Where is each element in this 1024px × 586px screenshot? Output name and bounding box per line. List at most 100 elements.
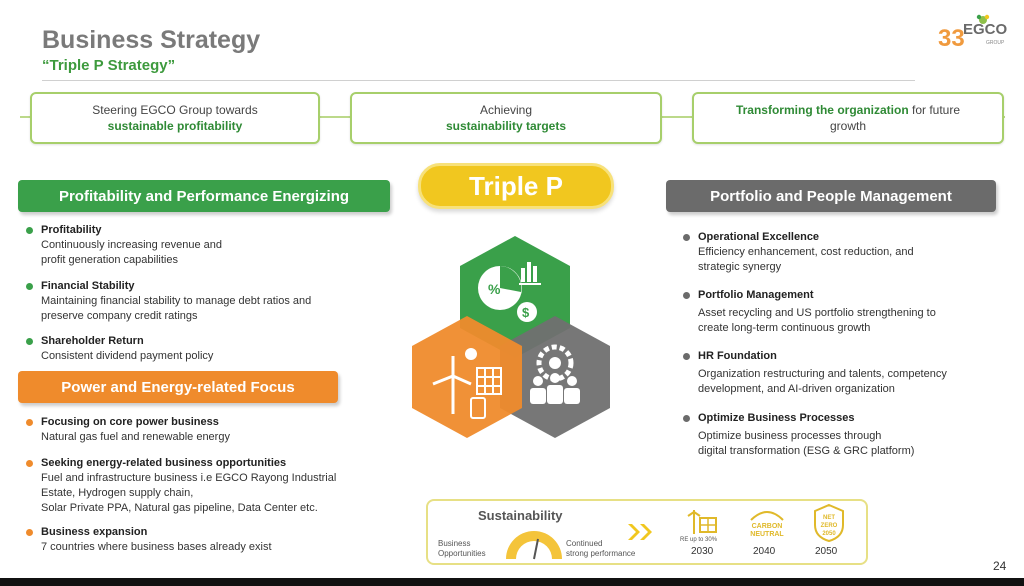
carbon-text: CARBON — [752, 523, 783, 530]
label-line: Opportunities — [438, 548, 486, 558]
page-number: 24 — [993, 559, 1007, 573]
item-desc: Organization restructuring and talents, … — [698, 367, 947, 380]
list-item: Optimize Business Processes Optimize bus… — [683, 411, 1003, 459]
solar-wind-icon — [687, 510, 717, 534]
list-item: Financial Stability Maintaining financia… — [26, 279, 406, 324]
pie-chart-icon: % — [478, 266, 522, 310]
bullet-dot — [683, 353, 690, 360]
list-item: Operational Excellence Efficiency enhanc… — [683, 230, 1003, 275]
item-head: Portfolio Management — [698, 289, 814, 301]
goal-box-profitability: Steering EGCO Group towards sustainable … — [30, 92, 320, 144]
item-desc: 7 countries where business bases already… — [41, 540, 272, 553]
goal-text: growth — [829, 119, 867, 133]
goal-text: Steering EGCO Group towards — [92, 102, 258, 117]
item-head: Profitability — [41, 224, 102, 236]
carbon-neutral-icon: CARBON NEUTRAL — [750, 511, 784, 538]
label-line: strong performance — [566, 548, 636, 558]
year-text: 2050 — [822, 531, 836, 537]
bullet-dot — [26, 338, 33, 345]
sun-icon — [465, 348, 477, 360]
list-item: Portfolio Management Asset recycling and… — [683, 288, 1003, 336]
gear-people-icon — [530, 344, 580, 404]
list-item: Shareholder Return Consistent dividend p… — [26, 334, 406, 364]
item-desc: Maintaining financial stability to manag… — [41, 294, 312, 307]
item-head: Focusing on core power business — [41, 416, 219, 428]
goal-text: Achieving — [479, 102, 533, 117]
item-desc: Estate, Hydrogen supply chain, — [41, 486, 194, 499]
goal-text: for future — [908, 102, 961, 117]
sustainability-box — [426, 499, 868, 565]
label-line: Continued — [566, 539, 603, 548]
year-2030: 2030 — [691, 546, 714, 557]
zero-text: ZERO — [821, 523, 838, 529]
bullet-dot — [26, 227, 33, 234]
section-profitability-header: Profitability and Performance Energizing — [18, 180, 390, 212]
triple-p-hexagons: % $ — [412, 236, 610, 438]
item-desc: Asset recycling and US portfolio strengt… — [698, 306, 936, 319]
list-item: Focusing on core power business Natural … — [26, 415, 406, 445]
item-desc: preserve company credit ratings — [41, 309, 198, 322]
item-head: Shareholder Return — [41, 335, 144, 347]
item-desc: Fuel and infrastructure business i.e EGC… — [41, 471, 337, 484]
section-title: Portfolio and People Management — [710, 187, 952, 205]
re-note: RE up to 30% — [680, 537, 718, 543]
list-item: Business expansion 7 countries where bus… — [26, 525, 406, 555]
year-2050: 2050 — [815, 546, 838, 557]
continued-performance-label: Continued strong performance — [566, 539, 635, 558]
section-title: Power and Energy-related Focus — [61, 378, 295, 396]
bullet-dot — [26, 529, 33, 536]
chevron-right-icon — [628, 524, 652, 540]
bottom-bar — [0, 578, 1024, 586]
badge-label: Triple P — [469, 170, 563, 201]
bullet-dot — [26, 283, 33, 290]
svg-text:$: $ — [522, 305, 530, 320]
item-head: Seeking energy-related business opportun… — [41, 457, 287, 469]
item-head: Optimize Business Processes — [698, 412, 855, 424]
list-item: HR Foundation Organization restructuring… — [683, 349, 1003, 397]
item-head: Financial Stability — [41, 280, 135, 292]
bullet-dot — [683, 292, 690, 299]
section-title: Profitability and Performance Energizing — [58, 187, 350, 205]
net-zero-icon: NET ZERO 2050 — [814, 503, 844, 543]
net-text: NET — [823, 515, 835, 521]
item-desc: Natural gas fuel and renewable energy — [41, 430, 230, 443]
neutral-text: NEUTRAL — [750, 531, 784, 538]
label-line: Business — [438, 539, 471, 548]
egco-logo: 33 — [938, 14, 990, 52]
business-opportunities-label: Business Opportunities — [438, 539, 486, 558]
item-desc: development, and AI-driven organization — [698, 382, 895, 395]
section-power-header: Power and Energy-related Focus — [18, 371, 338, 403]
section-portfolio-header: Portfolio and People Management — [666, 180, 996, 212]
item-desc: Continuously increasing revenue and — [41, 238, 223, 251]
item-desc: strategic synergy — [698, 260, 782, 273]
list-item: Seeking energy-related business opportun… — [26, 456, 406, 516]
logo-text: EGCO — [963, 21, 1008, 38]
item-desc: digital transformation (ESG & GRC platfo… — [698, 444, 915, 457]
gauge-icon — [506, 531, 562, 560]
logo-subtext: GROUP — [986, 40, 1005, 46]
title-divider — [42, 80, 915, 81]
list-item: Profitability Continuously increasing re… — [26, 223, 406, 268]
item-desc: create long-term continuous growth — [698, 321, 871, 334]
sustainability-title: Sustainability — [478, 508, 563, 523]
solar-panel-icon — [476, 367, 502, 395]
item-head: Operational Excellence — [698, 231, 820, 243]
item-head: HR Foundation — [698, 350, 777, 362]
item-head: Business expansion — [41, 526, 148, 538]
item-desc: Solar Private PPA, Natural gas pipeline,… — [41, 501, 318, 514]
battery-icon — [470, 397, 486, 419]
bullet-dot — [26, 419, 33, 426]
logo-number: 33 — [938, 25, 965, 52]
bullet-dot — [683, 234, 690, 241]
goal-box-sustainability: Achieving sustainability targets — [350, 92, 662, 144]
bullet-dot — [26, 460, 33, 467]
energy-hexagon — [412, 316, 522, 438]
bar-chart-icon — [519, 262, 541, 285]
goal-box-transformation: Transforming the organization for future… — [692, 92, 1004, 144]
triple-p-badge: Triple P — [418, 163, 614, 209]
goal-highlight: sustainability targets — [445, 119, 567, 133]
page-title: Business Strategy — [42, 26, 261, 54]
dollar-coin-icon: $ — [517, 302, 537, 322]
bullet-dot — [683, 415, 690, 422]
